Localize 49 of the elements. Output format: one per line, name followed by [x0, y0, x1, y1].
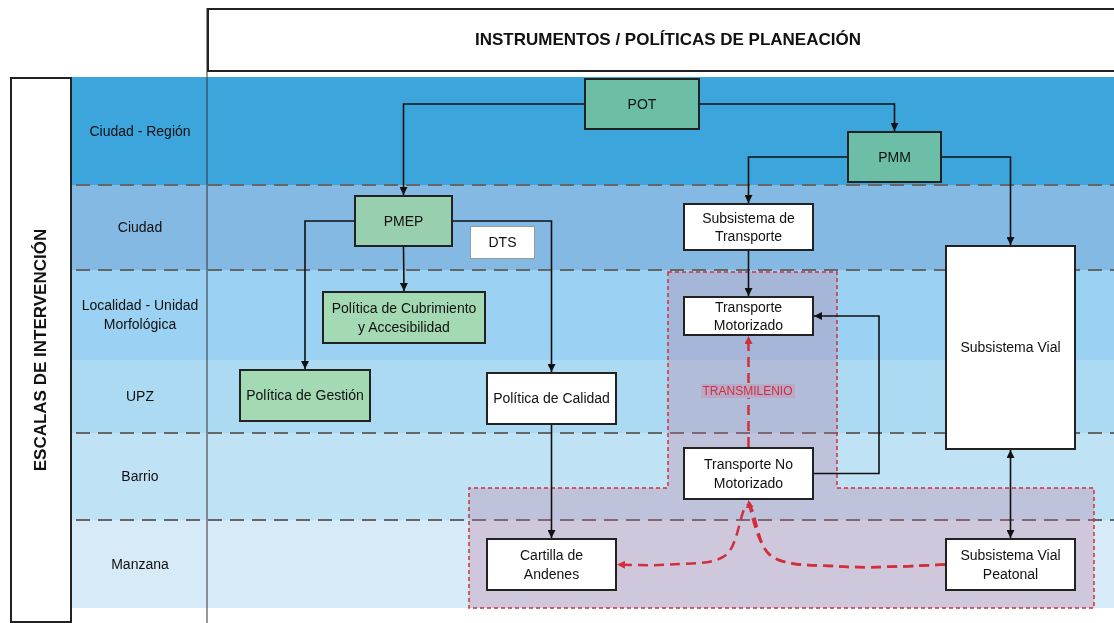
dashed-arrow: [744, 336, 753, 447]
vertical-header-box: [10, 77, 72, 623]
arrow: [301, 220, 355, 370]
node-text: Transporte Motorizado: [712, 297, 785, 335]
process-box: [486, 372, 617, 425]
node-text: POT: [627, 94, 657, 114]
node-text: Política de Gestión: [246, 386, 364, 405]
arrow: [1006, 449, 1015, 539]
node-text: Política de Calidad: [493, 389, 610, 408]
arrow: [744, 250, 753, 297]
scale-label-text: Ciudad - Región: [89, 121, 191, 141]
process-box: [945, 245, 1076, 450]
process-box: [470, 226, 535, 259]
scale-label-text: Manzana: [111, 554, 169, 574]
process-box: [847, 131, 942, 183]
node-text: Política de Cubrimiento y Accesibilidad: [330, 299, 478, 336]
header-box: [207, 8, 1114, 72]
arrow: [399, 103, 585, 196]
process-box: [486, 538, 617, 591]
process-box: [584, 78, 700, 130]
process-box: [683, 203, 814, 251]
process-box: [354, 195, 453, 247]
arrow: [941, 156, 1015, 246]
process-box: [683, 296, 814, 336]
arrow: [452, 220, 556, 373]
node-text: PMEP: [383, 211, 424, 231]
scale-label-text: Barrio: [121, 467, 159, 486]
dashed-arrow: [616, 503, 946, 569]
arrow: [744, 156, 848, 204]
scale-label-text: Localidad - Unidad Morfológica: [80, 296, 200, 334]
node-text: Subsistema Vial Peatonal: [959, 546, 1062, 583]
vertical-header-text: ESCALAS DE INTERVENCIÓN: [29, 228, 51, 472]
process-box: [239, 369, 371, 422]
arrow: [399, 246, 408, 292]
scale-label-text: UPZ: [126, 387, 154, 406]
process-box: [945, 538, 1076, 591]
process-box: [322, 291, 486, 344]
node-text: PMM: [878, 147, 911, 167]
node-text: DTS: [488, 233, 517, 252]
node-text: Cartilla de Andenes: [519, 546, 584, 583]
header-text: INSTRUMENTOS / POLÍTICAS DE PLANEACIÓN: [475, 28, 861, 51]
node-text: Transporte No Motorizado: [703, 455, 794, 492]
scale-label-text: Ciudad: [117, 218, 163, 237]
arrow: [813, 312, 880, 475]
process-box: [683, 447, 814, 500]
node-text: Subsistema de Transporte: [701, 208, 796, 246]
arrow: [547, 424, 556, 539]
node-text: Subsistema Vial: [960, 338, 1061, 357]
arrow: [699, 103, 899, 132]
